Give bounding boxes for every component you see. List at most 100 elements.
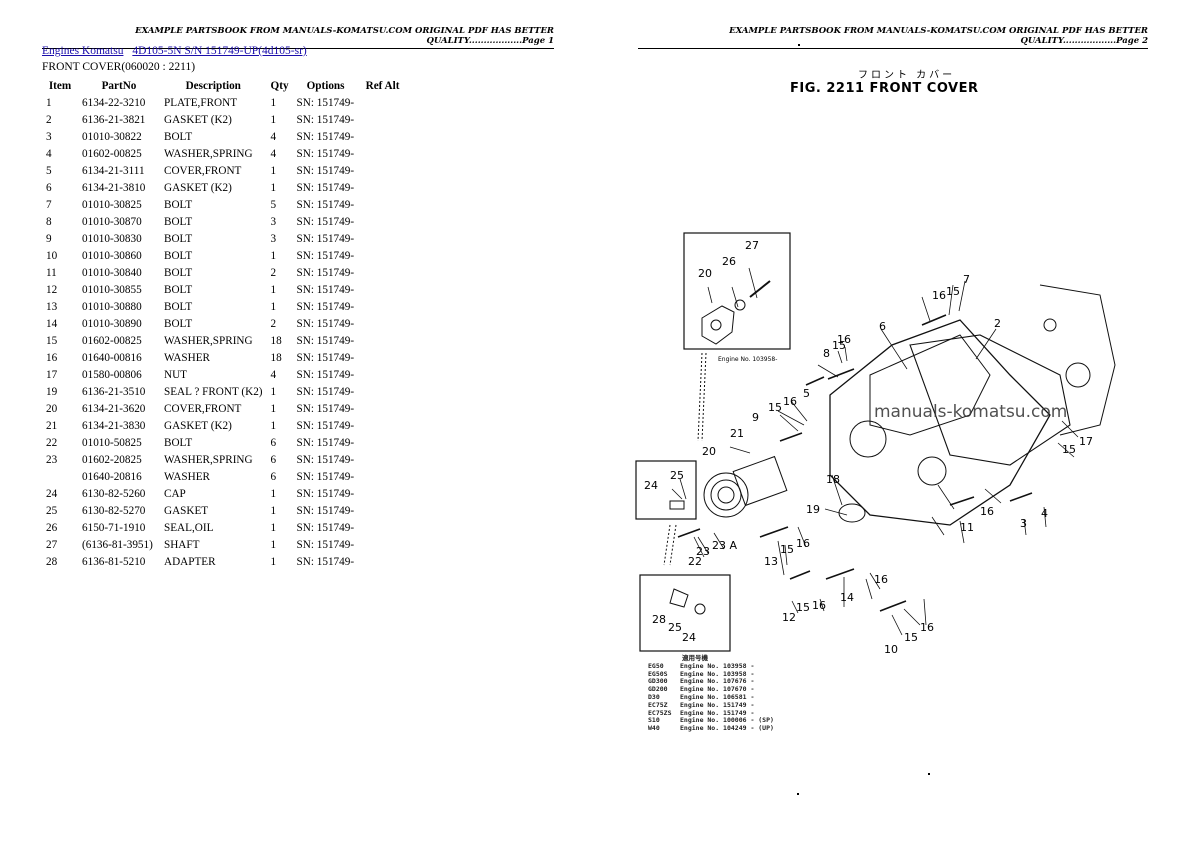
cell-ref-alt <box>359 128 407 145</box>
cell-description: BOLT <box>164 317 193 330</box>
cell-partno: 01602-20825 <box>82 453 142 466</box>
applicability-model: EC75ZS <box>648 708 672 717</box>
cell-qty: 3 <box>270 215 277 228</box>
callout: 20 <box>702 445 716 458</box>
cell-options: SN: 151749- <box>296 96 355 109</box>
cell-qty: 1 <box>270 249 277 262</box>
shaft-inset <box>749 280 771 298</box>
cell-partno: 6130-82-5270 <box>82 504 146 517</box>
callout: 23 A <box>712 539 737 552</box>
cell-partno: 6136-81-5210 <box>82 555 146 568</box>
cell-description: WASHER,SPRING <box>164 453 253 466</box>
cell-item: 23 <box>46 453 58 466</box>
cell-ref-alt <box>359 94 407 111</box>
cell-ref-alt <box>359 196 407 213</box>
cell-qty: 18 <box>270 334 282 347</box>
cell-partno: 01010-30860 <box>82 249 142 262</box>
callout: 25 <box>670 469 684 482</box>
applicability-model: EC75Z <box>648 700 668 709</box>
cell-partno: 01010-30880 <box>82 300 142 313</box>
applicability-engine: Engine No. 107670 - <box>680 685 755 694</box>
cell-item: 28 <box>46 555 58 568</box>
cell-item: 10 <box>46 249 58 262</box>
callout: 13 <box>764 555 778 568</box>
callout: 7 <box>963 273 970 286</box>
callout: 15 <box>768 401 782 414</box>
cell-ref-alt <box>359 281 407 298</box>
cell-description: BOLT <box>164 130 193 143</box>
cell-qty: 1 <box>270 300 277 313</box>
cell-item: 22 <box>46 436 58 449</box>
cell-qty: 1 <box>270 96 277 109</box>
cell-qty: 1 <box>270 181 277 194</box>
cell-ref-alt <box>359 298 407 315</box>
cell-qty: 6 <box>270 453 277 466</box>
col-header-description: Description <box>185 79 241 92</box>
oil-seal-19 <box>838 503 866 523</box>
cell-ref-alt <box>359 264 407 281</box>
callout: 21 <box>730 427 744 440</box>
cell-item: 13 <box>46 300 58 313</box>
cell-ref-alt <box>359 247 407 264</box>
callout: 9 <box>752 411 759 424</box>
cell-qty: 4 <box>270 368 277 381</box>
cell-options: SN: 151749- <box>296 538 355 551</box>
cell-item: 20 <box>46 402 58 415</box>
applicability-row: EG50S Engine No. 103958 - <box>648 669 774 679</box>
callout: 6 <box>879 320 886 333</box>
cell-qty: 1 <box>270 283 277 296</box>
cell-qty: 1 <box>270 538 277 551</box>
cell-qty: 1 <box>270 555 277 568</box>
callout: 15 <box>832 339 846 352</box>
callout: 26 <box>722 255 736 268</box>
cell-partno: 01602-00825 <box>82 147 142 160</box>
cell-item: 8 <box>46 215 52 228</box>
cell-ref-alt <box>359 434 407 451</box>
callout: 16 <box>980 505 994 518</box>
breadcrumb-link-model[interactable]: 4D105-5N S/N 151749-UP(4d105-sr) <box>132 45 307 57</box>
cell-qty: 1 <box>270 487 277 500</box>
cell-description: CAP <box>164 487 186 500</box>
cell-item: 9 <box>46 232 52 245</box>
cell-options: SN: 151749- <box>296 555 355 568</box>
applicability-model: EG50S <box>648 669 668 678</box>
page-header-2: EXAMPLE PARTSBOOK FROM MANUALS-KOMATSU.C… <box>638 26 1148 49</box>
callout: 16 <box>920 621 934 634</box>
cell-description: COVER,FRONT <box>164 402 242 415</box>
callout: 16 <box>932 289 946 302</box>
cell-options: SN: 151749- <box>296 113 355 126</box>
cell-qty: 1 <box>270 504 277 517</box>
scan-speck <box>798 44 800 46</box>
cell-options: SN: 151749- <box>296 334 355 347</box>
cell-ref-alt <box>359 332 407 349</box>
callout: 4 <box>1041 507 1048 520</box>
scan-speck <box>928 773 930 775</box>
breadcrumb-link-engines[interactable]: Engines Komatsu <box>42 45 124 57</box>
callout: 15 <box>1062 443 1076 456</box>
applicability-engine: Engine No. 103958 - <box>680 669 755 678</box>
cell-qty: 1 <box>270 113 277 126</box>
applicability-engine: Engine No. 104249 - (UP) <box>680 724 774 733</box>
col-header-qty: Qty <box>270 79 289 92</box>
cell-options: SN: 151749- <box>296 470 355 483</box>
callout: 16 <box>837 333 851 346</box>
cell-qty: 4 <box>270 130 277 143</box>
cell-ref-alt <box>359 468 407 485</box>
cell-options: SN: 151749- <box>296 300 355 313</box>
cell-partno: 6134-21-3830 <box>82 419 146 432</box>
cell-description: BOLT <box>164 283 193 296</box>
cell-ref-alt <box>359 349 407 366</box>
cell-qty: 6 <box>270 470 277 483</box>
cell-partno: 01602-00825 <box>82 334 142 347</box>
inset-box-mid <box>635 460 697 520</box>
cell-qty: 2 <box>270 317 277 330</box>
callout: 16 <box>796 537 810 550</box>
